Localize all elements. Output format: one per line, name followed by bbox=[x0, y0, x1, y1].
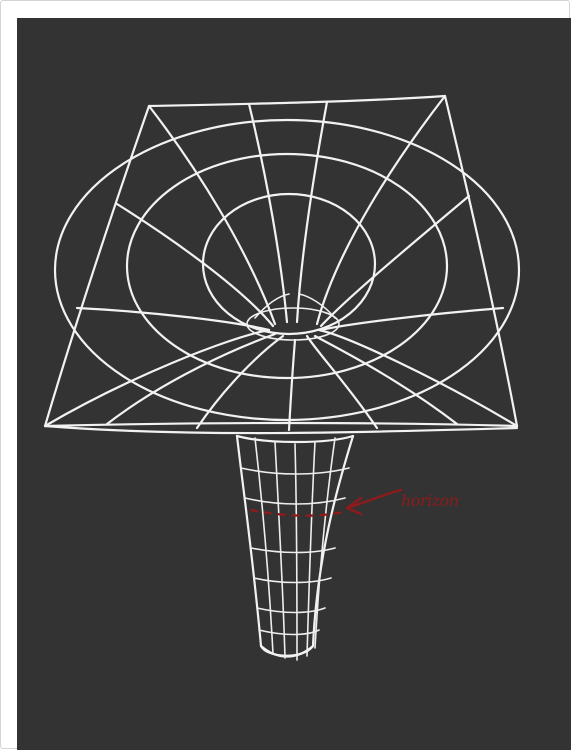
wormhole-throat bbox=[237, 436, 353, 660]
wormhole-illustration: horizon bbox=[17, 18, 571, 750]
horizon-annotation: horizon bbox=[251, 490, 459, 516]
chalkboard-panel: horizon bbox=[17, 18, 571, 750]
horizon-label: horizon bbox=[401, 491, 459, 510]
funnel-sheet bbox=[45, 96, 519, 433]
